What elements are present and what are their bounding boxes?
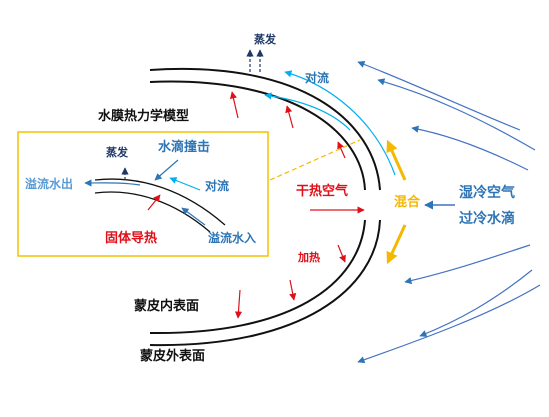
freestream-flow-lines	[357, 60, 541, 364]
label-inset-convection: 对流	[205, 179, 230, 193]
label-skin-outer: 蒙皮外表面	[140, 349, 206, 364]
skin-walls	[149, 67, 381, 347]
label-convection-top: 对流	[305, 71, 330, 85]
label-droplet-impact: 水滴撞击	[158, 140, 211, 155]
inset-arrows	[121, 159, 206, 226]
label-solid-conduction: 固体导热	[105, 231, 158, 246]
evaporation-arrows	[246, 49, 264, 72]
label-skin-inner: 蒙皮内表面	[134, 299, 200, 314]
label-evaporation-top: 蒸发	[254, 33, 276, 46]
label-supercooled-droplets: 过冷水滴	[459, 211, 515, 227]
label-mixing: 混合	[394, 195, 421, 210]
label-model-title: 水膜热力学模型	[98, 109, 190, 124]
outer-convection-arrows	[264, 70, 396, 176]
inset-link-lines	[269, 139, 361, 181]
inset-box	[17, 131, 269, 257]
label-overflow-in: 溢流水入	[208, 231, 257, 245]
label-hot-dry-air: 干热空气	[296, 184, 349, 199]
label-inset-evaporation: 蒸发	[106, 146, 128, 159]
label-heating: 加热	[298, 251, 320, 264]
label-wet-cold-air: 湿冷空气	[459, 185, 515, 201]
label-overflow-out: 溢流水出	[25, 177, 74, 191]
mixing-arrows	[386, 139, 407, 265]
inset-film-flow	[84, 179, 141, 187]
heat-arrows	[229, 91, 365, 319]
